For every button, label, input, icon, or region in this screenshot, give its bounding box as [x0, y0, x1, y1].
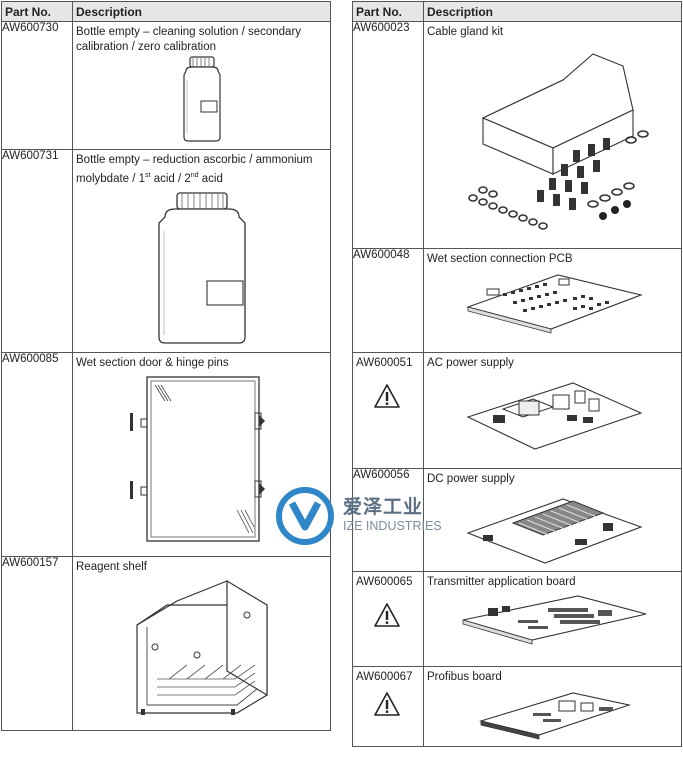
table-row: AW600157 Reagent shelf	[1, 556, 331, 731]
description-cell: Wet section door & hinge pins	[72, 352, 331, 557]
part-number: AW600730	[1, 21, 73, 150]
table-row: AW600048 Wet section connection PCB	[352, 248, 682, 353]
reagent-shelf-image	[135, 579, 268, 715]
description-text: Cable gland kit	[427, 26, 504, 38]
description-text: Wet section door & hinge pins	[76, 357, 229, 369]
table-row: AW600023 Cable gland kit	[352, 21, 682, 249]
description-text: Bottle empty – reduction ascorbic / ammo…	[76, 154, 313, 185]
small-bottle-image	[182, 56, 221, 142]
table-header-row: Part No. Description	[1, 1, 331, 22]
part-number: AW600067	[356, 671, 413, 683]
warning-icon	[374, 603, 400, 627]
description-cell: AC power supply	[423, 352, 682, 469]
warning-icon	[374, 384, 400, 408]
parts-table-right: Part No. Description AW600023 Cable glan…	[352, 1, 682, 747]
dc-power-supply-image	[465, 498, 643, 564]
part-number: AW600051	[356, 357, 413, 369]
description-cell: Wet section connection PCB	[423, 248, 682, 353]
transmitter-board-image	[462, 595, 646, 645]
part-no-header: Part No.	[1, 1, 73, 22]
part-number: AW600157	[1, 556, 73, 731]
table-header-row: Part No. Description	[352, 1, 682, 22]
table-row: AW600085 Wet section door & hinge pins	[1, 352, 331, 557]
ize-logo-icon	[276, 487, 334, 545]
watermark-en: IZE INDUSTRIES	[343, 519, 442, 533]
table-row: AW600731 Bottle empty – reduction ascorb…	[1, 149, 331, 353]
part-number: AW600731	[1, 149, 73, 353]
profibus-board-image	[478, 692, 631, 740]
description-text: AC power supply	[427, 357, 514, 369]
table-row: AW600730 Bottle empty – cleaning solutio…	[1, 21, 331, 150]
table-row: AW600067 Profibus board	[352, 666, 682, 747]
part-number-cell: AW600067	[352, 666, 424, 747]
part-number: AW600023	[352, 21, 424, 249]
description-cell: DC power supply	[423, 468, 682, 572]
description-cell: Cable gland kit	[423, 21, 682, 249]
cable-gland-kit-image	[467, 53, 649, 230]
description-text: Reagent shelf	[76, 561, 147, 573]
part-no-header: Part No.	[352, 1, 424, 22]
description-cell: Reagent shelf	[72, 556, 331, 731]
door-image	[129, 376, 265, 542]
pcb-image	[465, 274, 643, 334]
description-text: Transmitter application board	[427, 576, 576, 588]
warning-icon	[374, 692, 400, 716]
description-text: DC power supply	[427, 473, 515, 485]
watermark-cn: 爱泽工业	[343, 497, 424, 518]
parts-table-left: Part No. Description AW600730 Bottle emp…	[1, 1, 331, 731]
ac-power-supply-image	[466, 382, 643, 450]
description-text: Wet section connection PCB	[427, 253, 573, 265]
description-text: Bottle empty – cleaning solution / secon…	[76, 26, 302, 53]
description-cell: Transmitter application board	[423, 571, 682, 667]
part-number: AW600048	[352, 248, 424, 353]
large-bottle-image	[157, 192, 246, 344]
part-number-cell: AW600065	[352, 571, 424, 667]
table-row: AW600056 DC power supply	[352, 468, 682, 572]
watermark: 爱泽工业 IZE INDUSTRIES	[276, 487, 446, 547]
description-header: Description	[72, 1, 331, 22]
description-header: Description	[423, 1, 682, 22]
part-number: AW600065	[356, 576, 413, 588]
part-number: AW600056	[352, 468, 424, 572]
description-cell: Profibus board	[423, 666, 682, 747]
table-row: AW600051 AC power supply	[352, 352, 682, 469]
description-text: Profibus board	[427, 671, 502, 683]
table-row: AW600065 Transmitter application board	[352, 571, 682, 667]
description-cell: Bottle empty – cleaning solution / secon…	[72, 21, 331, 150]
description-cell: Bottle empty – reduction ascorbic / ammo…	[72, 149, 331, 353]
part-number: AW600085	[1, 352, 73, 557]
part-number-cell: AW600051	[352, 352, 424, 469]
